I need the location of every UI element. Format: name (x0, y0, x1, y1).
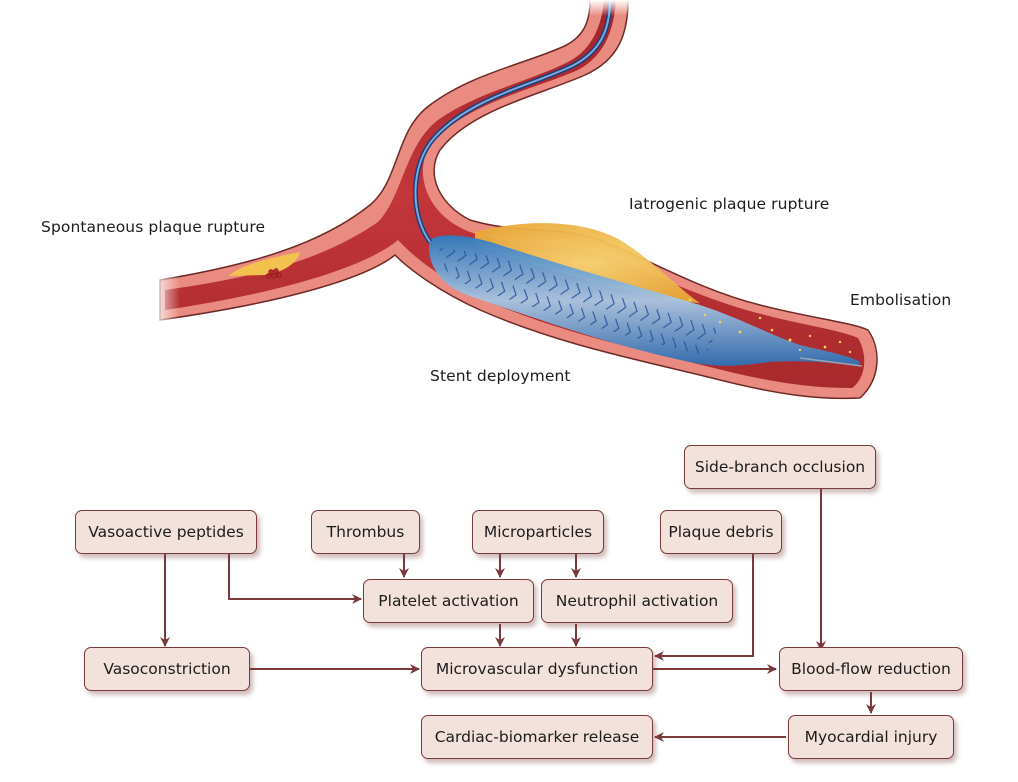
arrow-vasoactive-to-platelet (228, 554, 362, 604)
label-spontaneous-plaque-rupture: Spontaneous plaque rupture (41, 218, 266, 236)
node-neutrophil-activation: Neutrophil activation (541, 579, 733, 623)
node-microparticles: Microparticles (472, 510, 604, 554)
label-stent-deployment: Stent deployment (430, 367, 571, 385)
iatrogenic-plaque (475, 223, 700, 303)
node-blood-flow-reduction: Blood-flow reduction (779, 647, 963, 691)
node-platelet-activation: Platelet activation (363, 579, 534, 623)
node-cardiac-biomarker-release: Cardiac-biomarker release (421, 715, 653, 759)
label-iatrogenic-plaque-rupture: Iatrogenic plaque rupture (629, 195, 830, 213)
node-plaque-debris: Plaque debris (660, 510, 782, 554)
label-embolisation: Embolisation (850, 291, 952, 309)
node-myocardial-injury: Myocardial injury (788, 715, 954, 759)
emboli-particles (688, 298, 852, 354)
arrow-plaque-debris-to-microvascular (654, 554, 754, 661)
vessel-illustration (150, 0, 878, 400)
node-vasoactive-peptides: Vasoactive peptides (75, 510, 257, 554)
node-vasoconstriction: Vasoconstriction (84, 647, 250, 691)
node-thrombus: Thrombus (311, 510, 420, 554)
node-side-branch-occlusion: Side-branch occlusion (684, 445, 876, 489)
thrombus-cluster (265, 268, 282, 279)
node-microvascular-dysfunction: Microvascular dysfunction (421, 647, 653, 691)
stent-balloon (429, 235, 860, 366)
spontaneous-plaque (228, 252, 300, 276)
